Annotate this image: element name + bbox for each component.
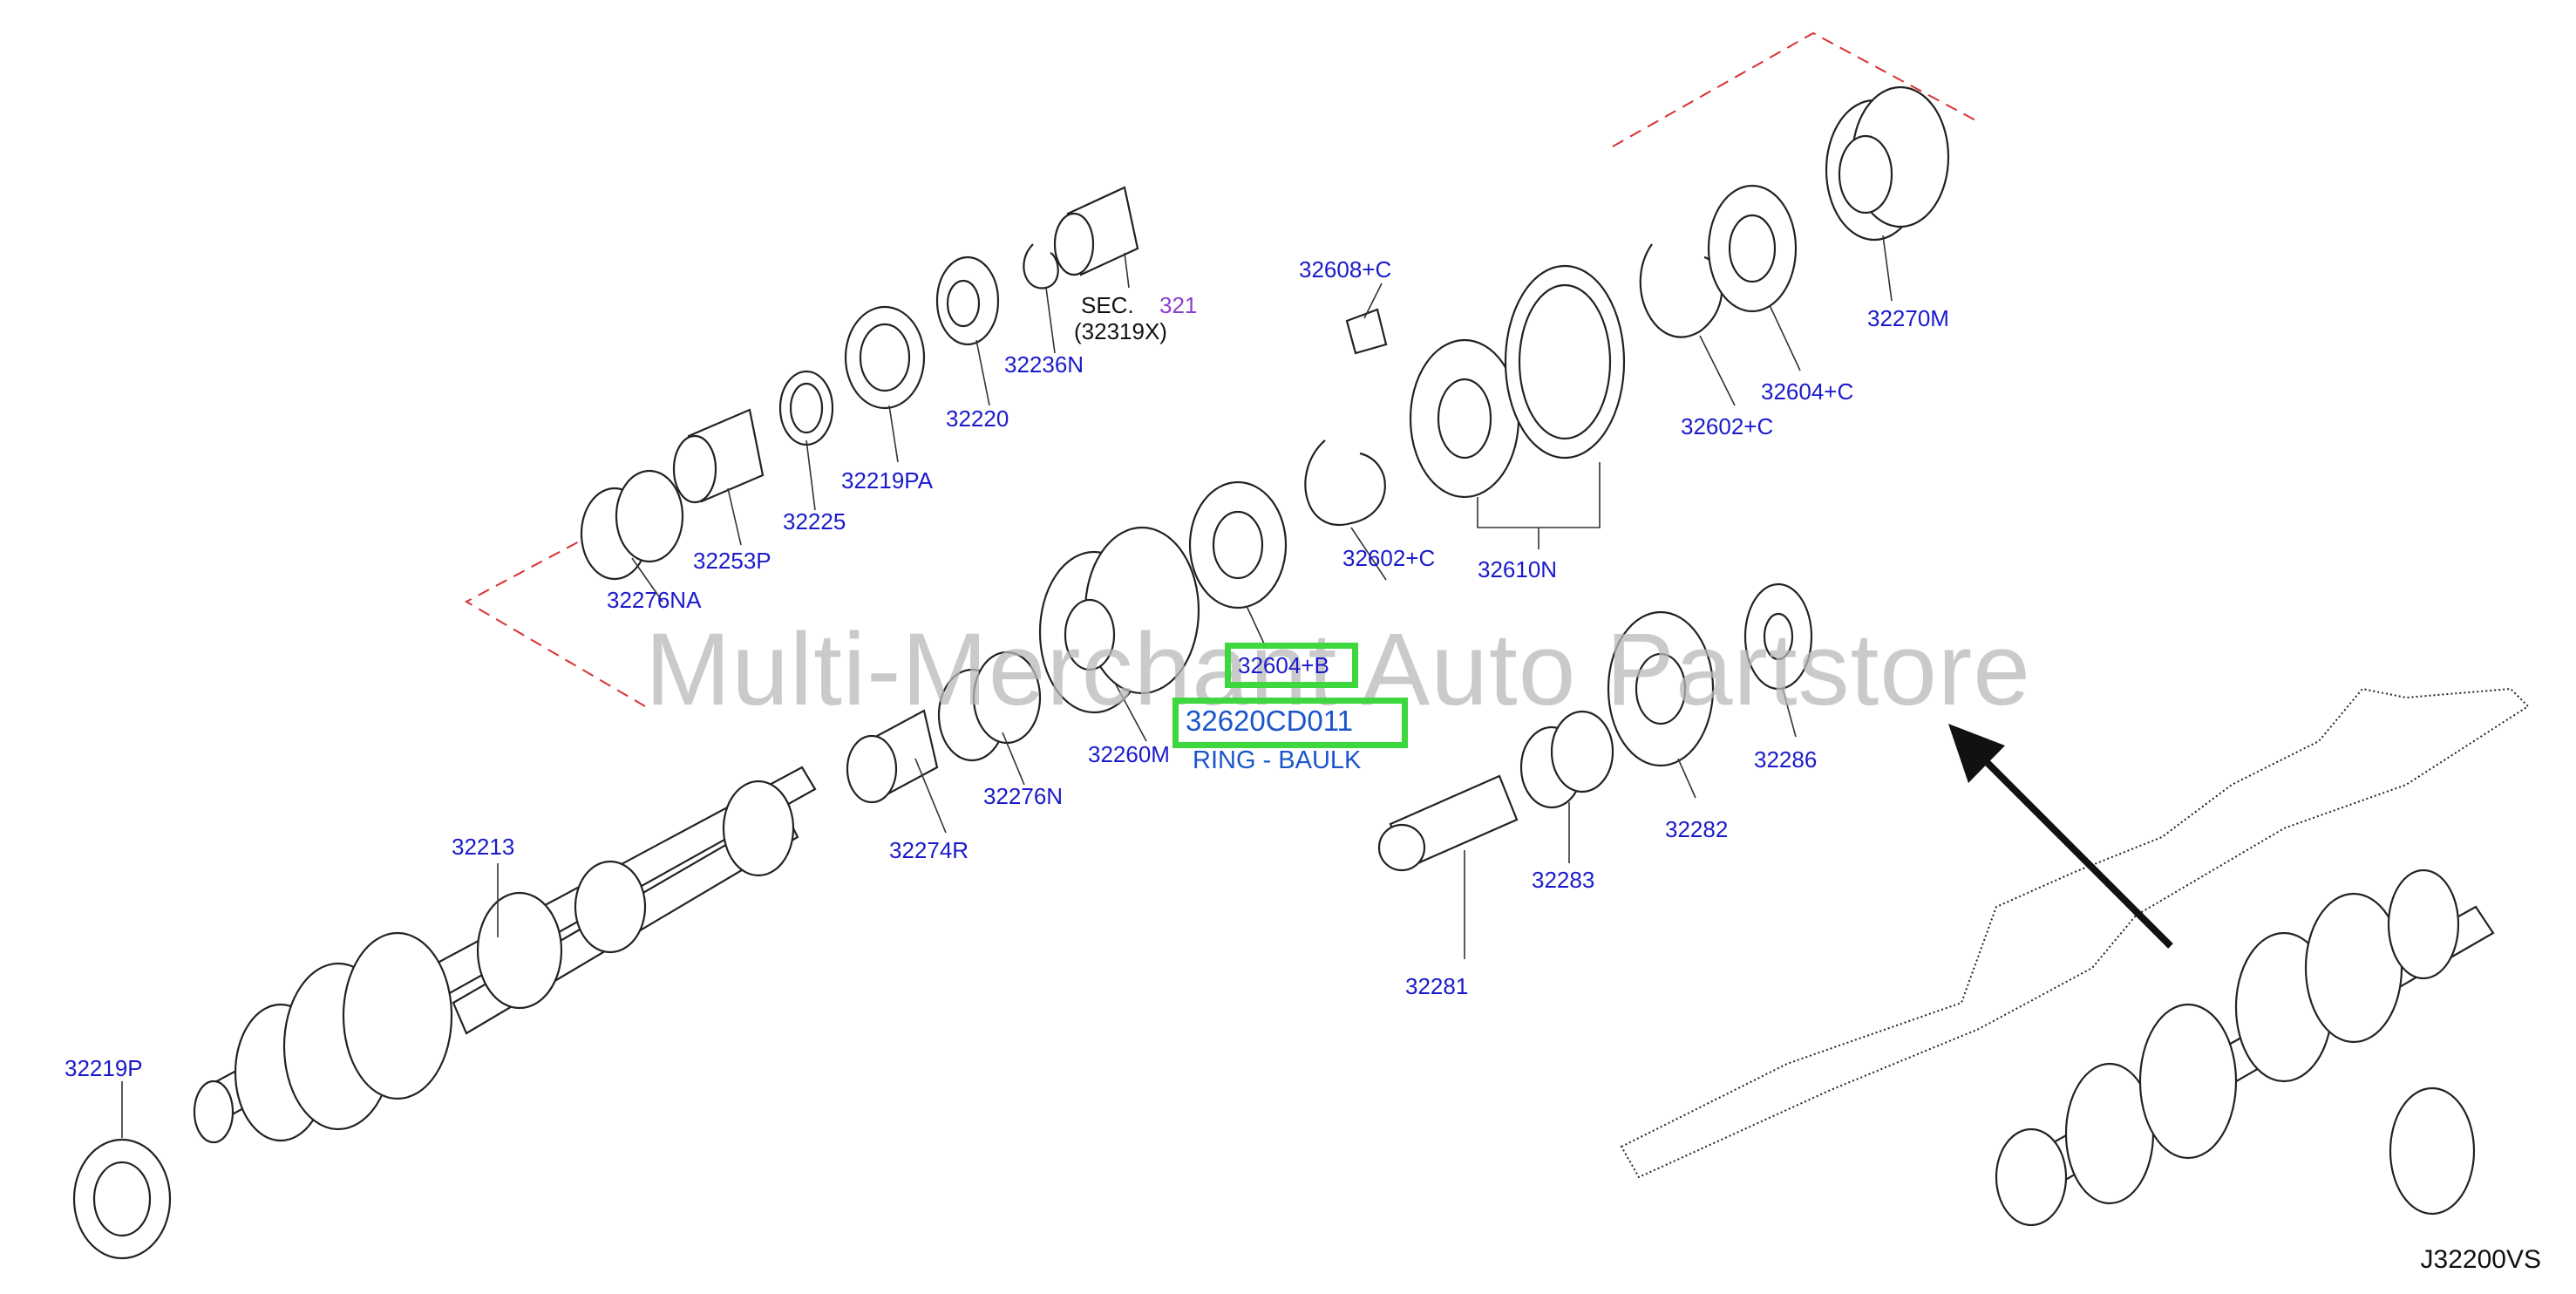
part-label-32610n[interactable]: 32610N xyxy=(1478,556,1558,582)
part-label-32608c[interactable]: 32608+C xyxy=(1299,256,1392,283)
highlight-part-number[interactable]: 32620CD011 xyxy=(1186,705,1354,737)
part-label-32225[interactable]: 32225 xyxy=(783,508,846,535)
leader-lines xyxy=(121,235,1893,1138)
part-label-32602c-upper[interactable]: 32602+C xyxy=(1681,413,1774,439)
gear-32270m-icon xyxy=(1825,85,1950,242)
baulk-ring-32604c-icon xyxy=(1707,184,1798,313)
highlight-box-secondary xyxy=(1225,643,1358,688)
gear-32220-icon xyxy=(935,255,1000,346)
part-label-32276n[interactable]: 32276N xyxy=(983,783,1064,809)
part-label-32220[interactable]: 32220 xyxy=(946,405,1009,432)
part-label-32260m[interactable]: 32260M xyxy=(1088,741,1170,767)
gear-32282-icon xyxy=(1607,610,1715,767)
part-label-32604c[interactable]: 32604+C xyxy=(1761,378,1854,405)
needle-bearing-32283-icon xyxy=(1519,710,1614,809)
direction-arrow-icon xyxy=(1948,724,2173,949)
part-label-32236n[interactable]: 32236N xyxy=(1004,351,1084,378)
snap-ring-icon xyxy=(1304,439,1386,526)
main-shaft-icon xyxy=(193,766,817,1144)
insert-32608c-icon xyxy=(1345,308,1388,355)
baulk-ring-32604b-icon xyxy=(1188,480,1288,610)
bearing-32219p-icon xyxy=(72,1138,172,1260)
part-label-32286[interactable]: 32286 xyxy=(1754,746,1818,773)
part-label-32213[interactable]: 32213 xyxy=(452,834,515,860)
gear-32260m-icon xyxy=(1038,526,1200,714)
part-label-32283[interactable]: 32283 xyxy=(1532,867,1595,893)
collar-32274r-icon xyxy=(846,709,939,804)
part-label-32276na[interactable]: 32276NA xyxy=(607,587,702,613)
bearing-32219pa-icon xyxy=(844,305,926,410)
needle-bearing-32276n-icon xyxy=(937,650,1042,762)
highlight-secondary-label[interactable]: 32604+B xyxy=(1238,652,1329,678)
washer-32225-icon xyxy=(778,370,834,446)
needle-bearing-32276na-icon xyxy=(580,469,684,581)
highlight-part-name: RING - BAULK xyxy=(1193,746,1362,774)
snap-ring-32236n-icon xyxy=(1023,243,1059,289)
diagram-code: J32200VS xyxy=(2420,1245,2541,1274)
locator-shaft-icon xyxy=(1995,868,2495,1227)
section-ref-prefix: SEC. xyxy=(1081,292,1134,318)
synchro-hub-32610n-icon xyxy=(1409,264,1626,499)
highlight-box-part-number xyxy=(1172,698,1408,748)
watermark: Multi-Merchant Auto Partstore xyxy=(645,612,2031,727)
bearing-sec321-icon xyxy=(1053,186,1139,276)
washer-32286-icon xyxy=(1743,582,1813,691)
part-label-32253p[interactable]: 32253P xyxy=(693,548,771,574)
shaft-32281-icon xyxy=(1377,774,1519,872)
section-ref-sub: (32319X) xyxy=(1074,318,1167,344)
section-ref-number[interactable]: 321 xyxy=(1159,292,1198,318)
part-label-32219pa[interactable]: 32219PA xyxy=(841,467,934,494)
part-label-32281[interactable]: 32281 xyxy=(1405,973,1469,999)
part-label-32274r[interactable]: 32274R xyxy=(889,837,969,863)
part-label-32282[interactable]: 32282 xyxy=(1665,816,1729,842)
part-label-32270m[interactable]: 32270M xyxy=(1867,305,1949,331)
locator-outline-icon xyxy=(1620,687,2530,1179)
bushing-32253p-icon xyxy=(672,408,765,504)
part-label-32602c-lower[interactable]: 32602+C xyxy=(1342,545,1436,571)
part-label-32219p[interactable]: 32219P xyxy=(65,1055,143,1081)
